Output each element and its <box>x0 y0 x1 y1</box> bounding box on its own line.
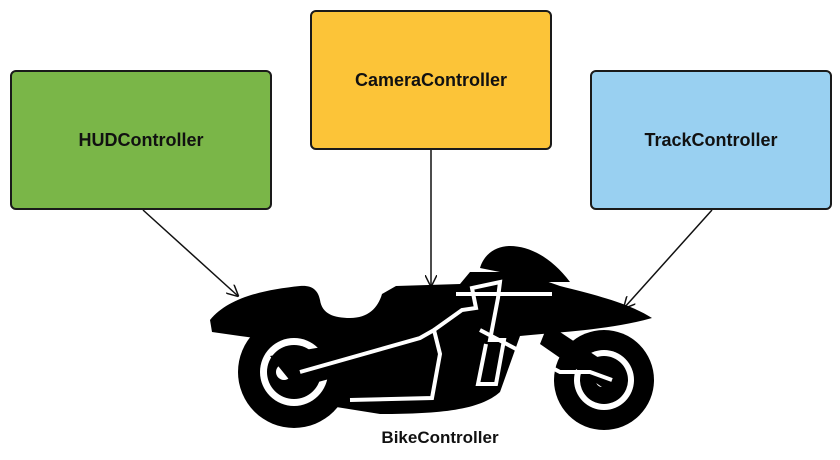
bike-controller-label: BikeController <box>381 428 499 447</box>
hud-controller-node: HUDController <box>10 70 272 210</box>
track-controller-label: TrackController <box>644 129 778 150</box>
track-controller-node: TrackController <box>590 70 832 210</box>
camera-controller-label: CameraController <box>354 69 508 90</box>
hud-controller-label: HUDController <box>78 129 204 150</box>
edge-track-to-bike <box>624 209 713 308</box>
motorcycle-icon <box>210 246 654 430</box>
camera-controller-node: CameraController <box>310 10 552 150</box>
edge-hud-to-bike <box>142 209 238 296</box>
